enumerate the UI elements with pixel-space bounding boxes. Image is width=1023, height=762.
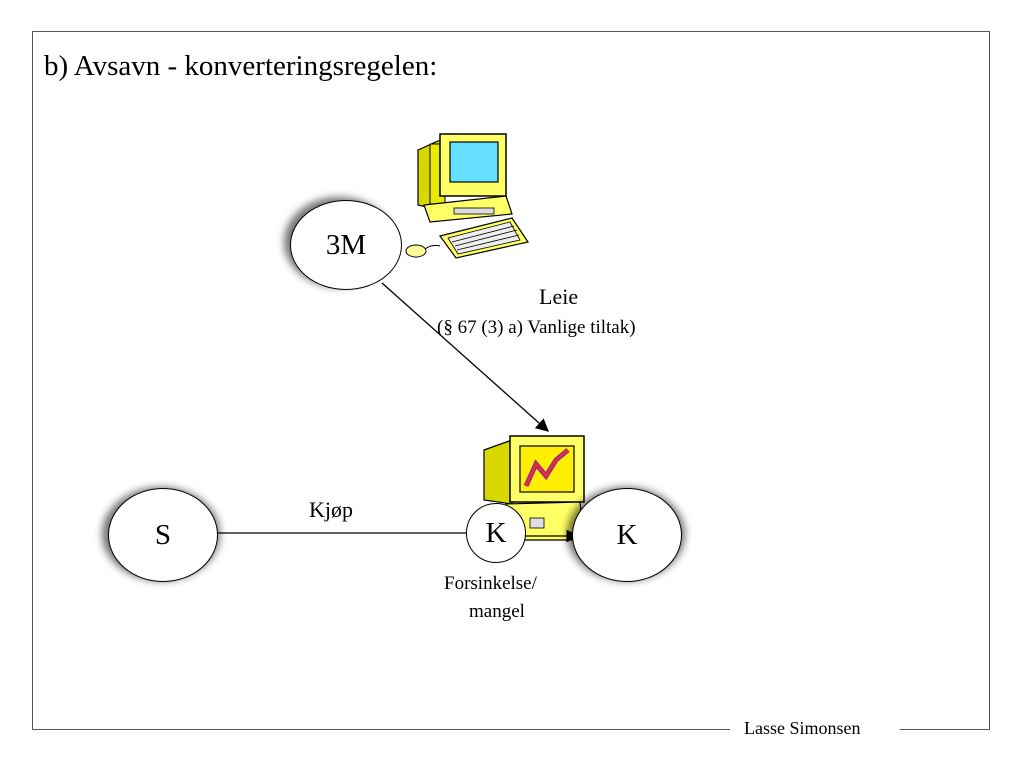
- node-s: S: [108, 488, 218, 582]
- node-3m: 3M: [290, 200, 402, 290]
- computer-with-chart-icon: [483, 435, 585, 541]
- node-3m-label: 3M: [325, 228, 367, 261]
- node-s-label: S: [154, 518, 172, 551]
- computer-with-keyboard-icon: [405, 133, 529, 259]
- node-k-middle-label: K: [485, 516, 507, 549]
- rent-sublabel: (§ 67 (3) a) Vanlige tiltak): [437, 317, 636, 338]
- purchase-label: Kjøp: [309, 497, 353, 522]
- rent-arrow: [381, 282, 549, 432]
- rent-label: Leie: [539, 284, 579, 309]
- defect-label-line2: mangel: [469, 601, 525, 622]
- slide-footer-author: Lasse Simonsen: [744, 718, 861, 738]
- slide-title: b) Avsavn - konverteringsregelen:: [44, 50, 438, 82]
- node-k-right: K: [572, 488, 682, 582]
- slide-frame: [32, 31, 990, 730]
- footer-rule-right: [900, 729, 989, 730]
- footer-rule-left: [32, 729, 730, 730]
- node-k-right-label: K: [616, 518, 638, 551]
- node-k-middle: K: [466, 503, 526, 563]
- defect-label-line1: Forsinkelse/: [444, 573, 537, 594]
